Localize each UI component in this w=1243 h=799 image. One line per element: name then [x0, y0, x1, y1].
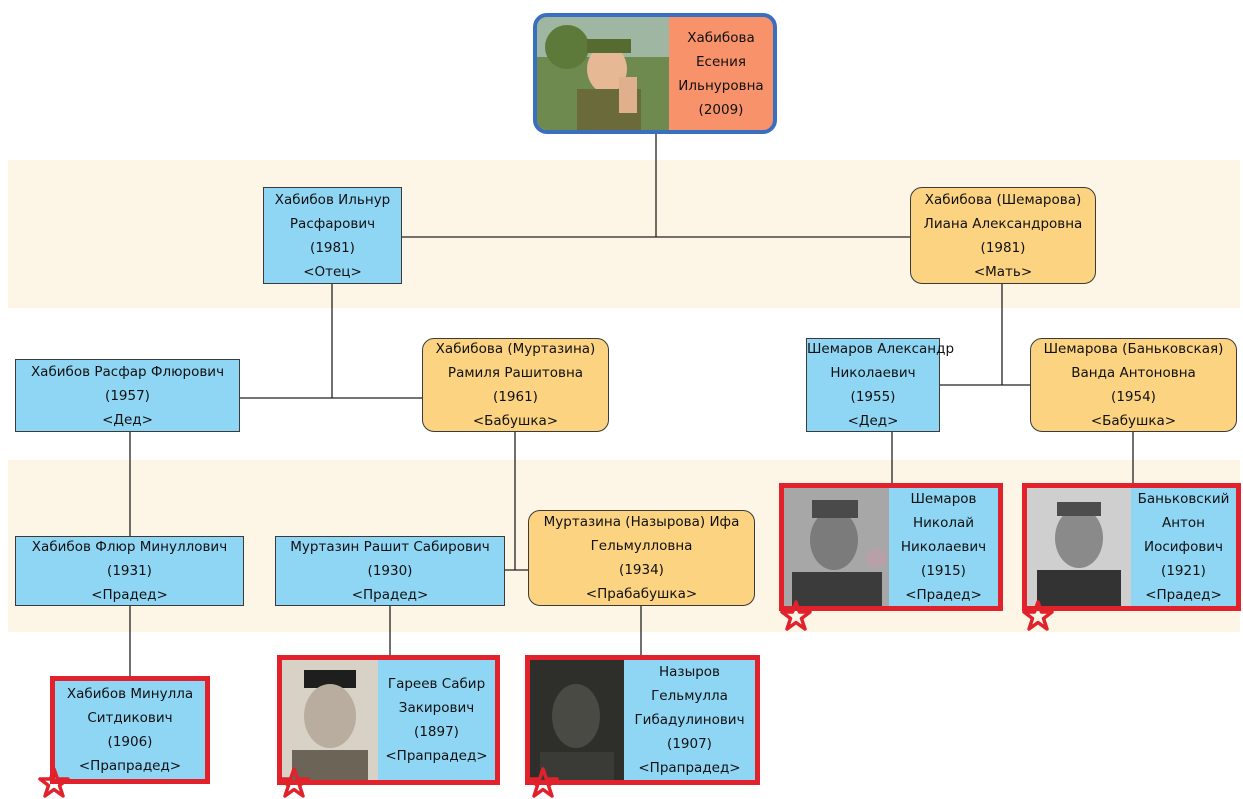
root-line-1: Хабибова [687, 29, 755, 46]
ggf4-line-5: <Прадед> [1145, 587, 1222, 603]
gggf3-line-5: <Прапрадед> [638, 760, 741, 776]
root-line-3: Ильнуровна [678, 77, 764, 94]
person-gggf-nazyrov[interactable]: Назыров Гельмулла Гибадулинович (1907) <… [525, 655, 760, 785]
mother-line-4: <Мать> [973, 263, 1033, 280]
ggf3-line-3: Николаевич [900, 539, 987, 555]
person-gf-maternal[interactable]: Шемаров Александр Николаевич (1955) <Дед… [806, 338, 955, 432]
gm-paternal-line-3: (1961) [493, 389, 538, 405]
mother-line-1: Хабибова (Шемарова) [924, 191, 1082, 208]
father-line-4: <Отец> [303, 263, 362, 280]
person-gf-paternal[interactable]: Хабибов Расфар Флюрович (1957) <Дед> [15, 359, 240, 432]
gm-paternal-line-4: <Бабушка> [472, 413, 559, 429]
gm-maternal-line-4: <Бабушка> [1090, 413, 1177, 429]
mother-line-2: Лиана Александровна [923, 215, 1083, 232]
person-gggf-khabibov-minulla[interactable]: Хабибов Минулла Ситдикович (1906) <Прапр… [50, 676, 210, 784]
ggm2-line-2: Гельмулловна [590, 538, 693, 554]
ggf2-line-2: (1930) [367, 563, 413, 579]
ggf2-line-3: <Прадед> [351, 587, 429, 603]
person-father[interactable]: Хабибов Ильнур Расфарович (1981) <Отец> [263, 187, 402, 284]
gggf2-line-4: <Прапрадед> [385, 748, 488, 764]
ggf4-line-2: Антон [1161, 515, 1205, 531]
star-icon [278, 767, 310, 798]
gf-paternal-line-1: Хабибов Расфар Флюрович [30, 363, 225, 380]
father-line-3: (1981) [310, 239, 355, 256]
father-line-2: Расфарович [289, 215, 376, 232]
root-text: Хабибова Есения Ильнуровна (2009) [669, 17, 773, 130]
person-ggf-shemarov[interactable]: Шемаров Николай Николаевич (1915) <Праде… [779, 483, 1003, 611]
root-photo [537, 17, 669, 130]
gm-maternal-line-1: Шемарова (Баньковская) [1043, 341, 1224, 357]
gm-paternal-line-2: Рамиля Рашитовна [447, 365, 584, 381]
gggf3-line-4: (1907) [667, 736, 712, 752]
nazyrov-photo [530, 660, 624, 780]
ggf3-line-2: Николай [912, 515, 974, 531]
ggf1-line-2: (1931) [107, 563, 152, 579]
ggf1-line-1: Хабибов Флюр Минуллович [31, 539, 228, 555]
shemarov-text: Шемаров Николай Николаевич (1915) <Праде… [889, 488, 998, 606]
person-root[interactable]: Хабибова Есения Ильнуровна (2009) [533, 13, 777, 134]
ggf3-line-5: <Прадед> [905, 587, 982, 603]
gggf1-line-4: <Прапрадед> [78, 758, 182, 774]
gggf1-line-2: Ситдикович [87, 710, 173, 726]
gf-maternal-line-4: <Дед> [847, 413, 899, 429]
person-mother[interactable]: Хабибова (Шемарова) Лиана Александровна … [910, 187, 1096, 284]
star-icon [38, 767, 70, 798]
bankovsky-photo [1027, 488, 1131, 606]
gggf2-line-1: Гареев Сабир [387, 676, 486, 692]
gf-paternal-line-2: (1957) [105, 387, 150, 404]
gm-maternal-line-3: (1954) [1111, 389, 1156, 405]
gggf3-line-1: Назыров [658, 664, 721, 680]
person-gggf-gareev[interactable]: Гареев Сабир Закирович (1897) <Прапрадед… [277, 655, 500, 785]
ggf1-line-3: <Прадед> [91, 587, 168, 603]
gf-maternal-line-1: Шемаров Александр [807, 341, 955, 357]
gf-maternal-line-3: (1955) [850, 389, 896, 405]
gggf3-line-3: Гибадулинович [634, 712, 745, 728]
father-line-1: Хабибов Ильнур [274, 191, 391, 208]
shemarov-photo [784, 488, 889, 606]
person-ggf-murtazin[interactable]: Муртазин Рашит Сабирович (1930) <Прадед> [275, 536, 505, 606]
gf-paternal-line-3: <Дед> [102, 411, 153, 428]
ggm2-line-1: Муртазина (Назырова) Ифа [543, 514, 740, 530]
root-line-2: Есения [696, 53, 746, 70]
gareev-text: Гареев Сабир Закирович (1897) <Прапрадед… [378, 660, 495, 780]
gm-maternal-line-2: Ванда Антоновна [1071, 365, 1196, 381]
ggf4-line-3: Иосифович [1143, 539, 1224, 555]
ggf4-line-4: (1921) [1161, 563, 1206, 579]
person-ggm-murtazina[interactable]: Муртазина (Назырова) Ифа Гельмулловна (1… [528, 510, 755, 606]
gggf2-line-2: Закирович [398, 700, 475, 716]
star-icon [1022, 600, 1054, 631]
bankovsky-text: Баньковский Антон Иосифович (1921) <Прад… [1131, 488, 1236, 606]
ggf3-line-4: (1915) [921, 563, 966, 579]
person-ggf-bankovsky[interactable]: Баньковский Антон Иосифович (1921) <Прад… [1022, 483, 1241, 611]
ggm2-line-3: (1934) [619, 562, 664, 578]
gggf2-line-3: (1897) [414, 724, 459, 740]
person-ggf-khabibov-flyur[interactable]: Хабибов Флюр Минуллович (1931) <Прадед> [15, 536, 244, 606]
ggf2-line-1: Муртазин Рашит Сабирович [290, 539, 490, 555]
root-line-4: (2009) [698, 101, 744, 118]
star-icon [780, 600, 812, 631]
gggf3-line-2: Гельмулла [651, 688, 728, 704]
ggf4-line-1: Баньковский [1137, 491, 1230, 507]
ggm2-line-4: <Прабабушка> [585, 586, 698, 602]
gf-maternal-line-2: Николаевич [830, 365, 916, 381]
ggf3-line-1: Шемаров [910, 491, 977, 507]
person-gm-paternal[interactable]: Хабибова (Муртазина) Рамиля Рашитовна (1… [422, 338, 609, 432]
nazyrov-text: Назыров Гельмулла Гибадулинович (1907) <… [624, 660, 755, 780]
person-gm-maternal[interactable]: Шемарова (Баньковская) Ванда Антоновна (… [1030, 338, 1237, 432]
gm-paternal-line-1: Хабибова (Муртазина) [435, 341, 596, 357]
mother-line-3: (1981) [980, 239, 1026, 256]
star-icon [527, 767, 559, 798]
gggf1-line-1: Хабибов Минулла [66, 686, 194, 702]
gareev-photo [282, 660, 378, 780]
gggf1-line-3: (1906) [107, 734, 153, 750]
